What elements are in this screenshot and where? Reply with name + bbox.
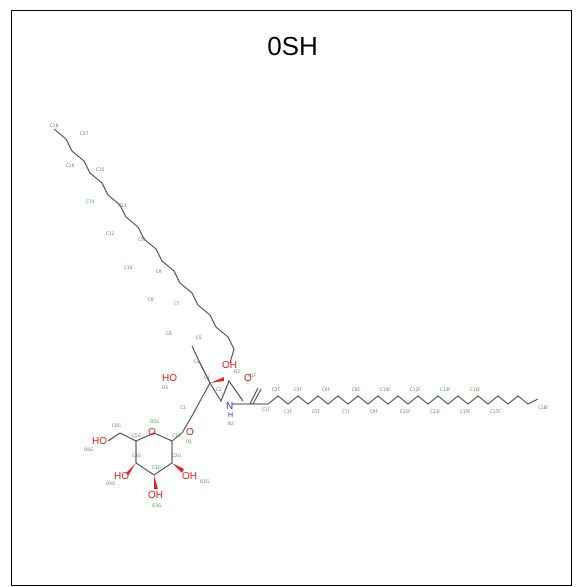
atom-label: C5: [196, 335, 202, 340]
sphingosine-chain: [53, 128, 235, 364]
atom-label: C10F: [380, 387, 391, 392]
atom-label: C7: [174, 301, 180, 306]
atom-label: C15F: [460, 409, 471, 414]
atom-label: C11F: [400, 409, 411, 414]
hydroxyl-c4g-label: HO: [114, 471, 129, 482]
atom-label: C9F: [370, 409, 379, 414]
atom-label: C4F: [294, 387, 303, 392]
molecule-structure: OH HO O N H O O HO OH HO OH C18 C17 C16 …: [50, 123, 549, 508]
atom-label: C8F: [352, 387, 361, 392]
atom-label: C17: [80, 131, 89, 136]
atom-label: C2F: [272, 387, 281, 392]
atom-label: C1G: [172, 433, 181, 438]
hydroxyl-c4-label: HO: [162, 373, 177, 384]
atom-label: C12: [106, 231, 115, 236]
glycosidic-oxygen-label: O: [186, 427, 194, 438]
atom-label: C15: [96, 167, 105, 172]
atom-label: C1: [180, 405, 186, 410]
atom-label: C13F: [430, 409, 441, 414]
atom-label: O2: [234, 369, 240, 374]
atom-label: C4G: [132, 453, 141, 458]
atom-label: O5G: [150, 419, 159, 424]
atom-label: C18F: [538, 405, 549, 410]
structure-panel: 0SH: [11, 10, 572, 586]
atom-label: C12F: [410, 387, 421, 392]
atom-label: C3: [204, 375, 210, 380]
amide-oxygen-label: O: [244, 373, 252, 384]
atom-label: C11: [138, 237, 147, 242]
amide-nitrogen-label: N: [226, 401, 233, 412]
atom-label: C5G: [132, 433, 141, 438]
atom-label: O3: [162, 385, 168, 390]
atom-label: O2G: [200, 479, 209, 484]
atom-label: O1F: [248, 373, 257, 378]
atom-label: N2: [228, 421, 234, 426]
atom-label: C6: [166, 331, 172, 336]
atom-label: O1: [186, 439, 192, 444]
heteroatom-labels: OH HO O N H O O HO OH HO OH: [92, 360, 252, 501]
atom-label: C3F: [284, 409, 293, 414]
atom-label: C6G: [112, 423, 121, 428]
atom-label: C14: [86, 199, 95, 204]
atom-label: C14F: [440, 387, 451, 392]
atom-label: C6F: [322, 387, 331, 392]
atom-label: C5F: [312, 409, 321, 414]
hydroxyl-c3-label: OH: [222, 360, 237, 371]
hydroxyl-c6-label: HO: [92, 436, 107, 447]
core-backbone: [191, 345, 244, 403]
atom-label: C7F: [342, 409, 351, 414]
bonds: [53, 128, 539, 476]
atom-label: O3G: [152, 503, 161, 508]
atom-label: O4G: [106, 481, 115, 486]
ring-oxygen-label: O: [148, 427, 156, 438]
atom-label: O6G: [84, 447, 93, 452]
atom-label: C9: [156, 269, 162, 274]
atom-label: C18: [50, 123, 59, 128]
amide-hydrogen-label: H: [228, 412, 233, 419]
fatty-acid-chain: [250, 395, 539, 405]
atom-label: C13: [118, 203, 127, 208]
atom-label: C10: [124, 265, 133, 270]
atom-label: C8: [148, 297, 154, 302]
molecule-title: 0SH: [267, 31, 318, 61]
atom-label: C16: [66, 163, 75, 168]
hydroxyl-c2g-label: OH: [182, 471, 197, 482]
atom-label: C2G: [172, 453, 181, 458]
atom-label: C3G: [152, 465, 161, 470]
atom-label: C1F: [262, 407, 271, 412]
hydroxyl-c3g-label: OH: [148, 490, 163, 501]
atom-index-labels: C18 C17 C16 C15 C14 C13 C12 C11 C10 C9 C…: [50, 123, 549, 508]
atom-label: C4: [194, 359, 200, 364]
atom-label: C2: [216, 387, 222, 392]
atom-label: C16F: [470, 387, 481, 392]
atom-label: C17F: [490, 409, 501, 414]
stereo-bonds: [126, 377, 224, 489]
